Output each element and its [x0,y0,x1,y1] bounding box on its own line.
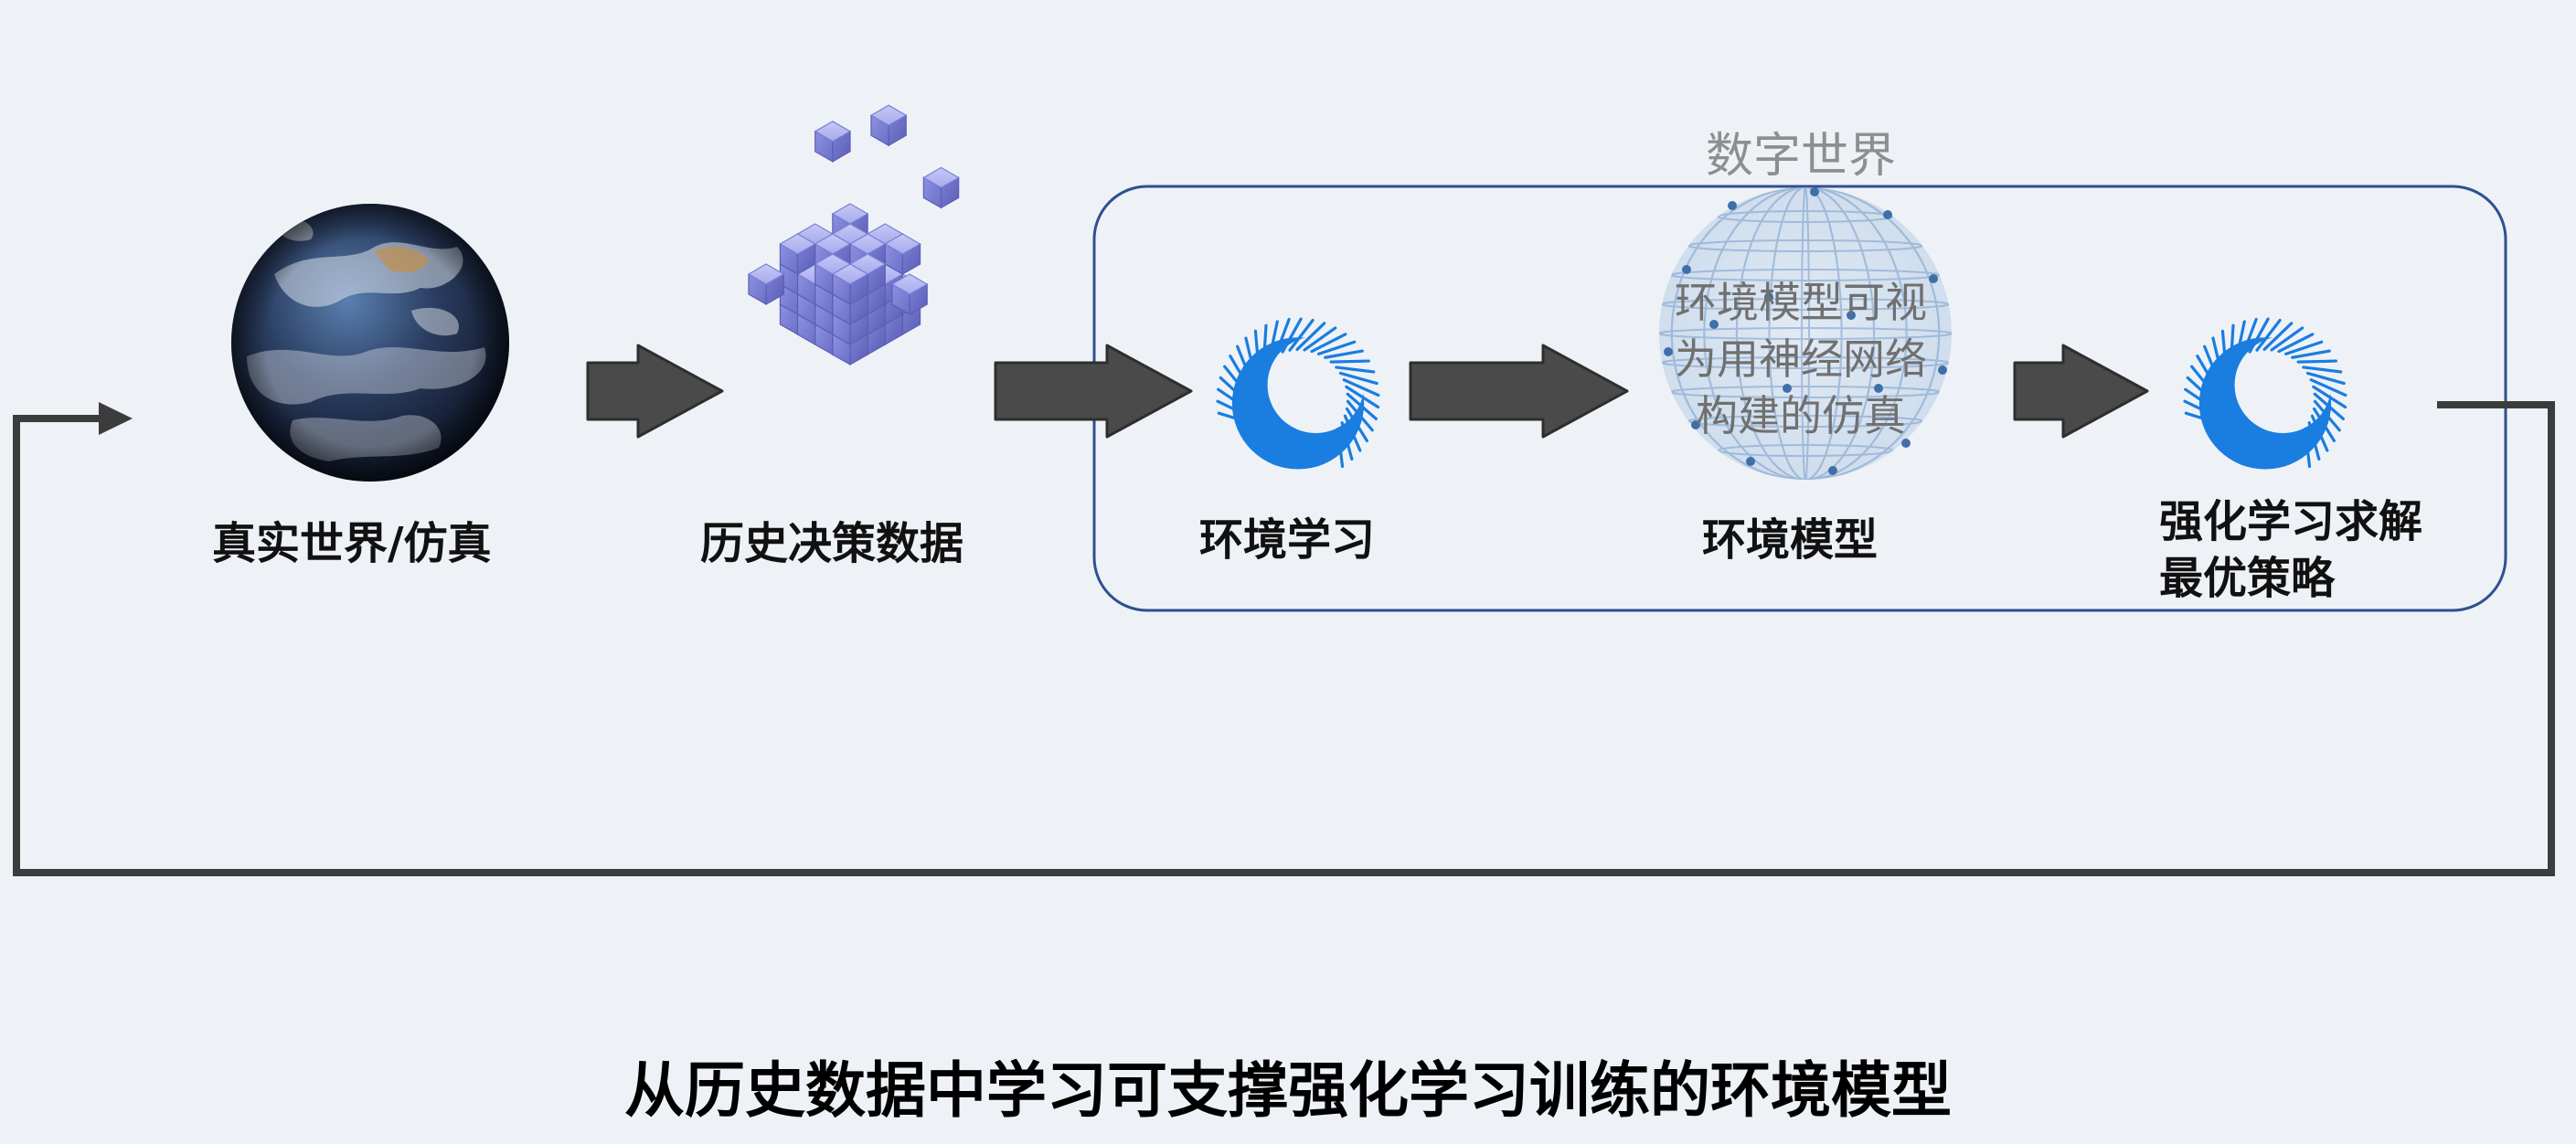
data-cube [890,273,929,316]
rl-label-line-2: 最优策略 [2159,553,2336,604]
env-model-overlay-text: 环境模型可视 为用神经网络 构建的仿真 [1627,274,1975,444]
feedback-loop-line [13,401,2555,876]
rl-logo-icon [2183,317,2347,470]
stage-label-history-data: 历史决策数据 [700,518,964,569]
data-cube-icon [747,104,960,366]
earth-globe-icon [231,204,509,482]
stage-label-rl-solve: 强化学习求解 最优策略 [2159,493,2422,607]
arrow-2 [994,344,1193,439]
overlay-line-2: 为用神经网络 [1675,334,1927,384]
arrow-3 [1409,344,1629,439]
overlay-line-3: 构建的仿真 [1696,391,1906,440]
data-cube [922,166,960,209]
overlay-line-1: 环境模型可视 [1675,278,1927,327]
network-globe-icon [1659,187,1952,480]
feedback-arrowhead [99,402,133,435]
digital-world-title: 数字世界 [1705,129,1896,184]
stage-label-real-world: 真实世界/仿真 [212,518,492,569]
rl-label-line-1: 强化学习求解 [2159,496,2423,547]
data-cube [814,121,852,163]
stage-label-env-learning: 环境学习 [1199,514,1376,566]
learning-logo-icon [1216,317,1380,470]
data-cube [831,263,869,306]
data-cube [884,233,921,276]
arrow-4 [2013,344,2149,439]
stage-label-env-model: 环境模型 [1702,514,1879,566]
arrow-1 [586,344,724,439]
data-cube [869,104,908,147]
data-cube [779,233,816,276]
diagram-caption: 从历史数据中学习可支撑强化学习训练的环境模型 [624,1055,1952,1126]
data-cube [747,263,785,306]
